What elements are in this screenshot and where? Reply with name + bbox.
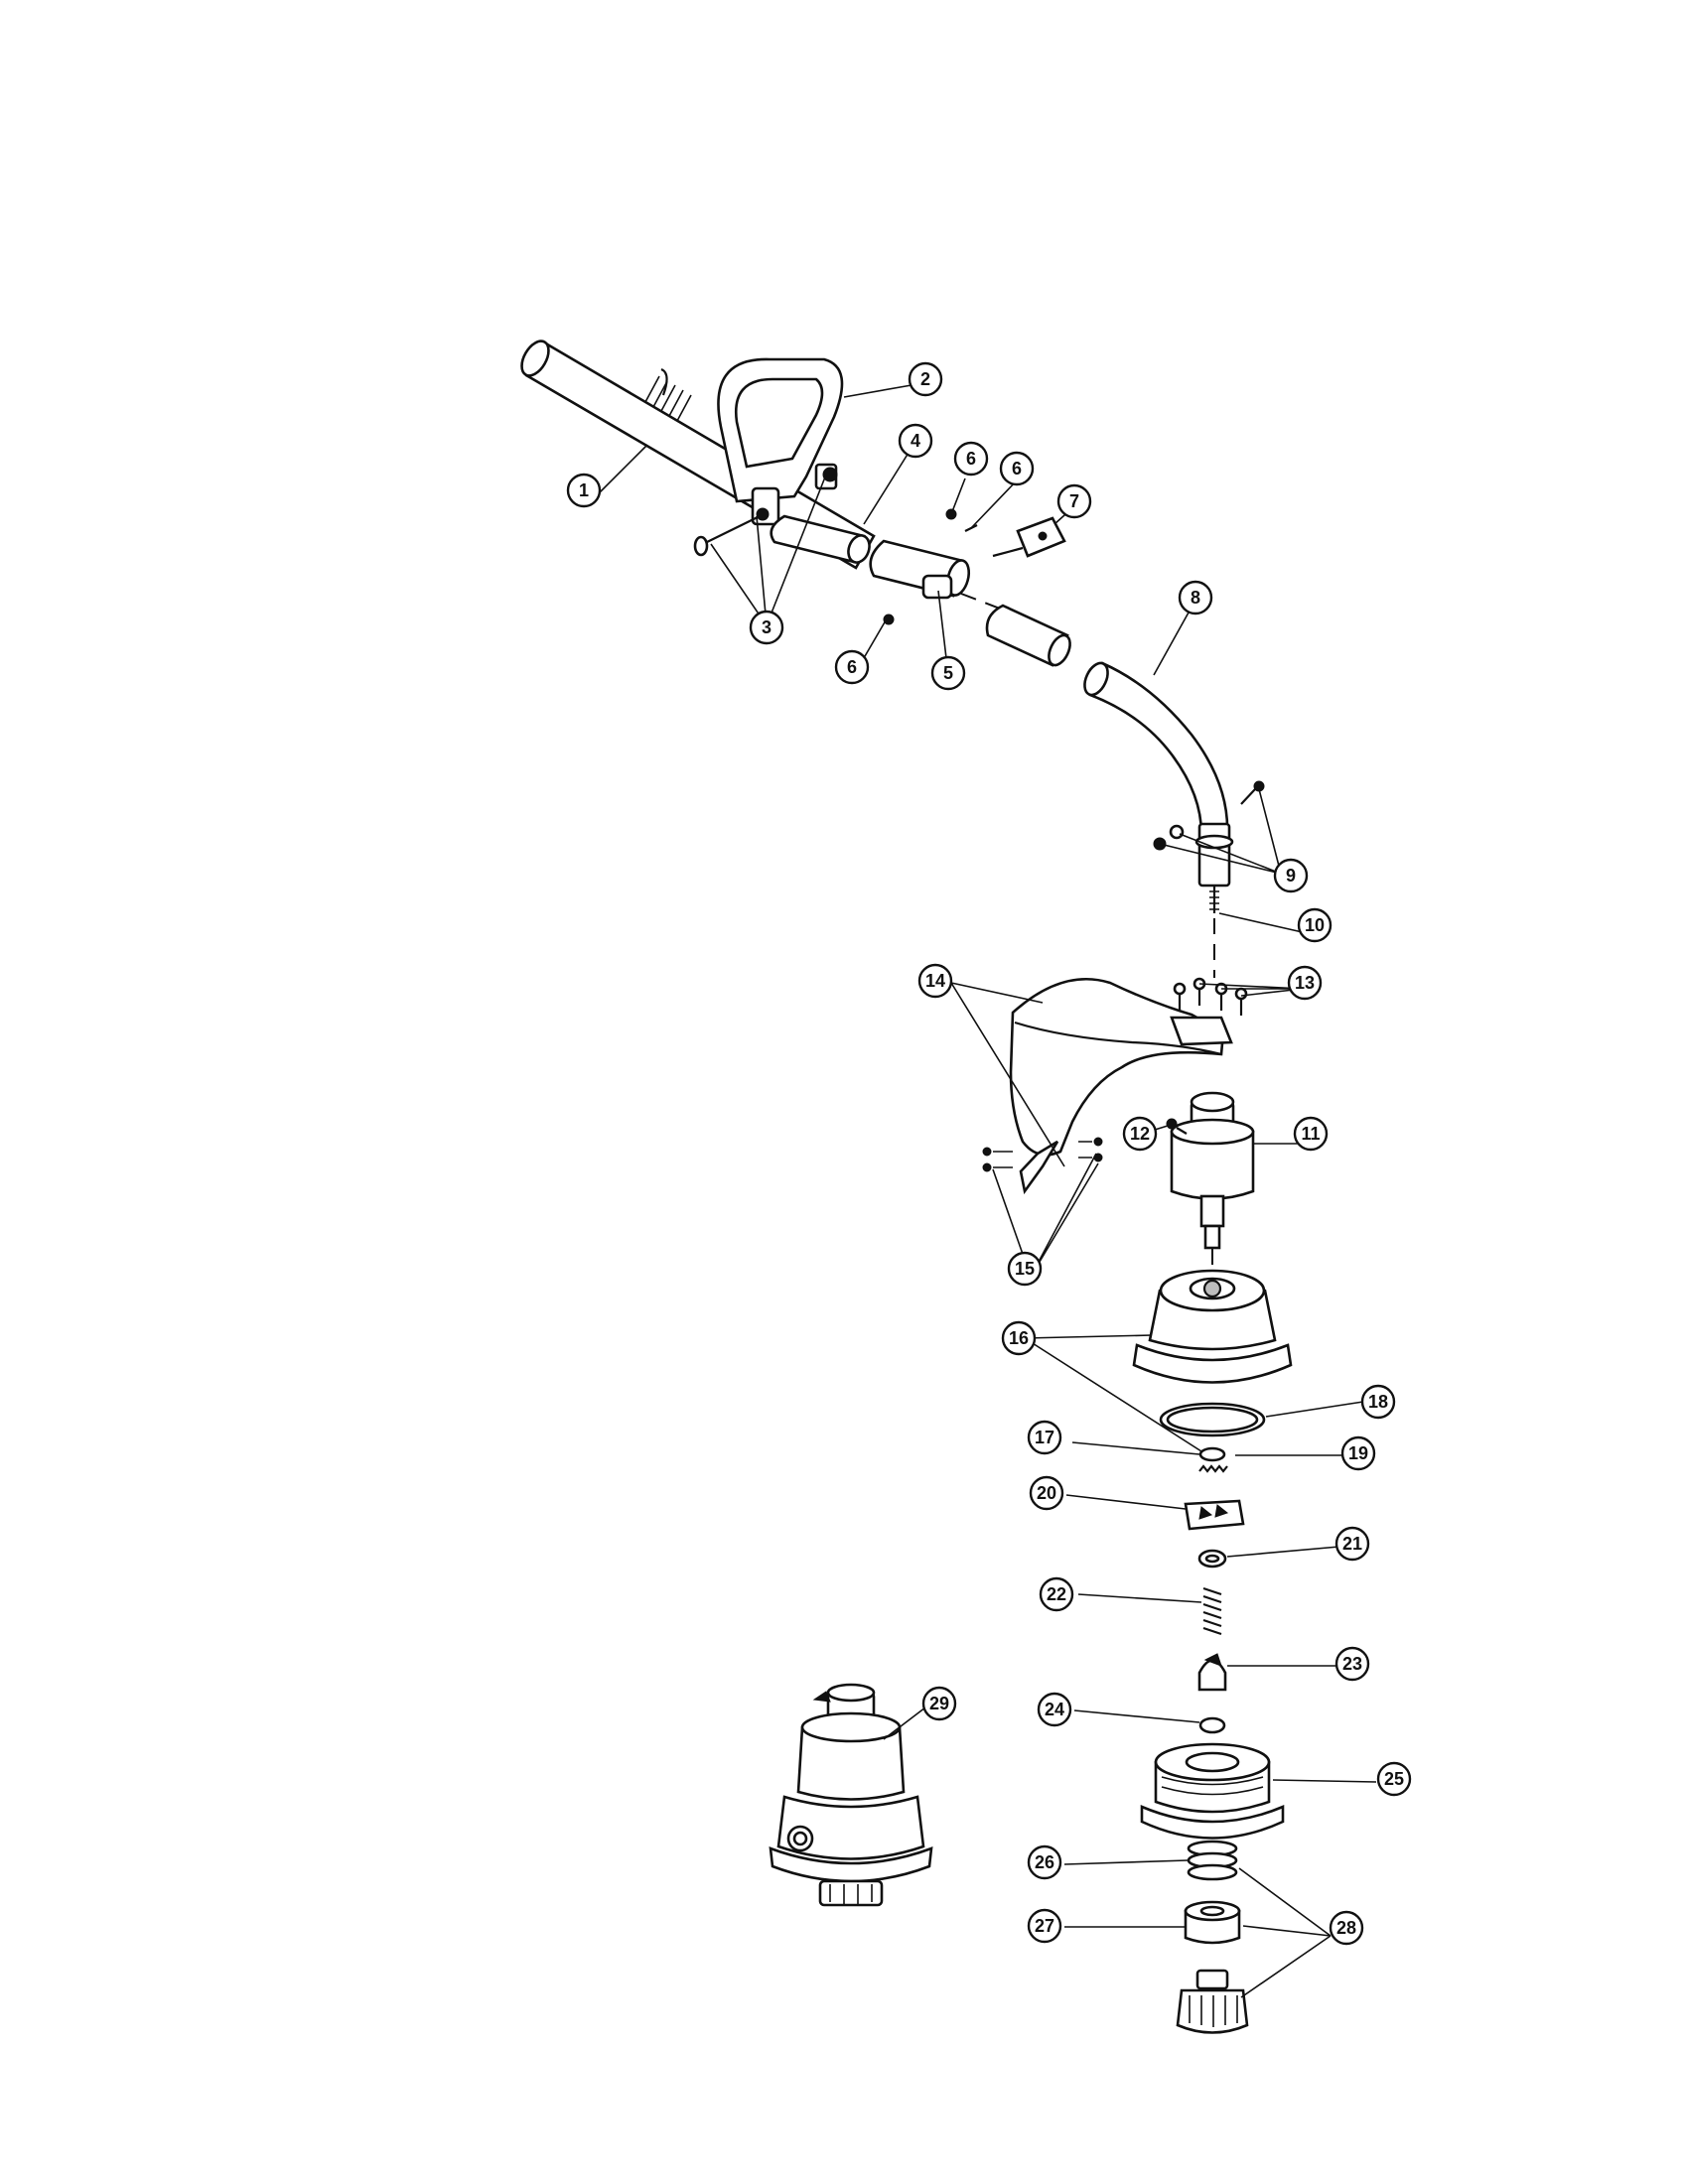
callout-label: 18 [1368, 1392, 1388, 1412]
spool-part-25 [1140, 1742, 1285, 1840]
callout-26: 26 [1027, 1844, 1062, 1880]
callout-label: 6 [847, 657, 857, 677]
washer-part-17 [1198, 1446, 1226, 1462]
screw-part-12 [1166, 1118, 1188, 1135]
callout-7: 7 [1056, 483, 1092, 519]
knob-part-7 [992, 516, 1066, 558]
callout-6a: 6 [953, 441, 989, 477]
callout-13: 13 [1287, 965, 1323, 1001]
gearbox-part-11 [1170, 1091, 1255, 1281]
ratchet-part-20 [1184, 1499, 1245, 1531]
washer-part-24 [1198, 1716, 1226, 1734]
callout-label: 10 [1305, 915, 1325, 935]
washer-part-21 [1197, 1549, 1227, 1569]
callout-24: 24 [1037, 1692, 1072, 1727]
callout-label: 6 [966, 449, 976, 469]
spring-part-26 [1187, 1840, 1238, 1881]
callout-8: 8 [1178, 580, 1213, 615]
lower-shaft-part-8 [985, 604, 1234, 887]
bump-knob-part-28 [1176, 1969, 1249, 2034]
callout-label: 12 [1130, 1124, 1150, 1144]
screws-part-15 [982, 1137, 1103, 1172]
callout-6c: 6 [834, 649, 870, 685]
callout-14: 14 [917, 963, 953, 999]
spring-part-19 [1198, 1464, 1228, 1473]
callout-22: 22 [1039, 1576, 1074, 1612]
callout-23: 23 [1334, 1646, 1370, 1682]
callout-1: 1 [566, 473, 602, 508]
callout-label: 11 [1301, 1124, 1320, 1144]
callout-label: 20 [1037, 1483, 1056, 1503]
callout-label: 29 [929, 1694, 949, 1713]
callout-20: 20 [1029, 1475, 1064, 1511]
callout-12: 12 [1122, 1116, 1158, 1152]
callout-4: 4 [898, 423, 933, 459]
callout-6b: 6 [999, 451, 1035, 486]
callout-19: 19 [1340, 1435, 1376, 1471]
spool-housing-part-16 [1132, 1269, 1293, 1384]
callout-10: 10 [1297, 907, 1333, 943]
guard-part-14 [1009, 977, 1233, 1195]
callout-label: 3 [762, 617, 772, 637]
callout-label: 24 [1045, 1700, 1064, 1719]
callout-2: 2 [908, 361, 943, 397]
callout-label: 6 [1012, 459, 1022, 478]
callout-label: 19 [1348, 1443, 1368, 1463]
callout-label: 23 [1342, 1654, 1362, 1674]
callout-label: 21 [1342, 1534, 1362, 1554]
callout-label: 28 [1336, 1918, 1356, 1938]
bump-cam-part-23 [1197, 1653, 1227, 1692]
callout-label: 4 [911, 431, 920, 451]
callout-label: 27 [1035, 1916, 1054, 1936]
callout-11: 11 [1293, 1116, 1329, 1152]
bolt-nut-part-3 [693, 467, 838, 557]
callout-17: 17 [1027, 1420, 1062, 1455]
callout-21: 21 [1334, 1526, 1370, 1562]
callout-label: 17 [1035, 1428, 1054, 1447]
assist-handle-part-2 [717, 357, 844, 526]
callout-29: 29 [921, 1686, 957, 1721]
callout-label: 16 [1009, 1328, 1029, 1348]
callout-label: 5 [943, 663, 953, 683]
callout-5: 5 [930, 655, 966, 691]
callout-label: 13 [1295, 973, 1315, 993]
coupler-part-5 [869, 539, 971, 600]
callout-label: 22 [1047, 1584, 1066, 1604]
callout-label: 25 [1384, 1769, 1404, 1789]
callout-9: 9 [1273, 858, 1309, 893]
callout-label: 9 [1286, 866, 1296, 886]
callout-18: 18 [1360, 1384, 1396, 1420]
callout-label: 7 [1069, 491, 1079, 511]
callout-label: 26 [1035, 1852, 1054, 1872]
callout-label: 2 [920, 369, 930, 389]
o-ring-part-18 [1159, 1402, 1266, 1437]
assembled-head-part-29 [769, 1683, 933, 1907]
callout-15: 15 [1007, 1251, 1043, 1287]
callout-label: 8 [1191, 588, 1200, 608]
callout-label: 1 [579, 480, 589, 500]
leader-lines [595, 384, 1377, 1998]
callout-label: 15 [1015, 1259, 1035, 1279]
spring-part-22 [1202, 1586, 1222, 1636]
shaft-tube-part-4 [770, 514, 871, 564]
callout-28: 28 [1329, 1910, 1364, 1946]
callout-25: 25 [1376, 1761, 1412, 1797]
callout-3: 3 [749, 610, 784, 645]
callout-label: 14 [925, 971, 945, 991]
retainer-part-27 [1184, 1900, 1241, 1945]
callout-16: 16 [1001, 1320, 1037, 1356]
callout-27: 27 [1027, 1908, 1062, 1944]
drive-shaft-part-10 [1209, 886, 1219, 978]
